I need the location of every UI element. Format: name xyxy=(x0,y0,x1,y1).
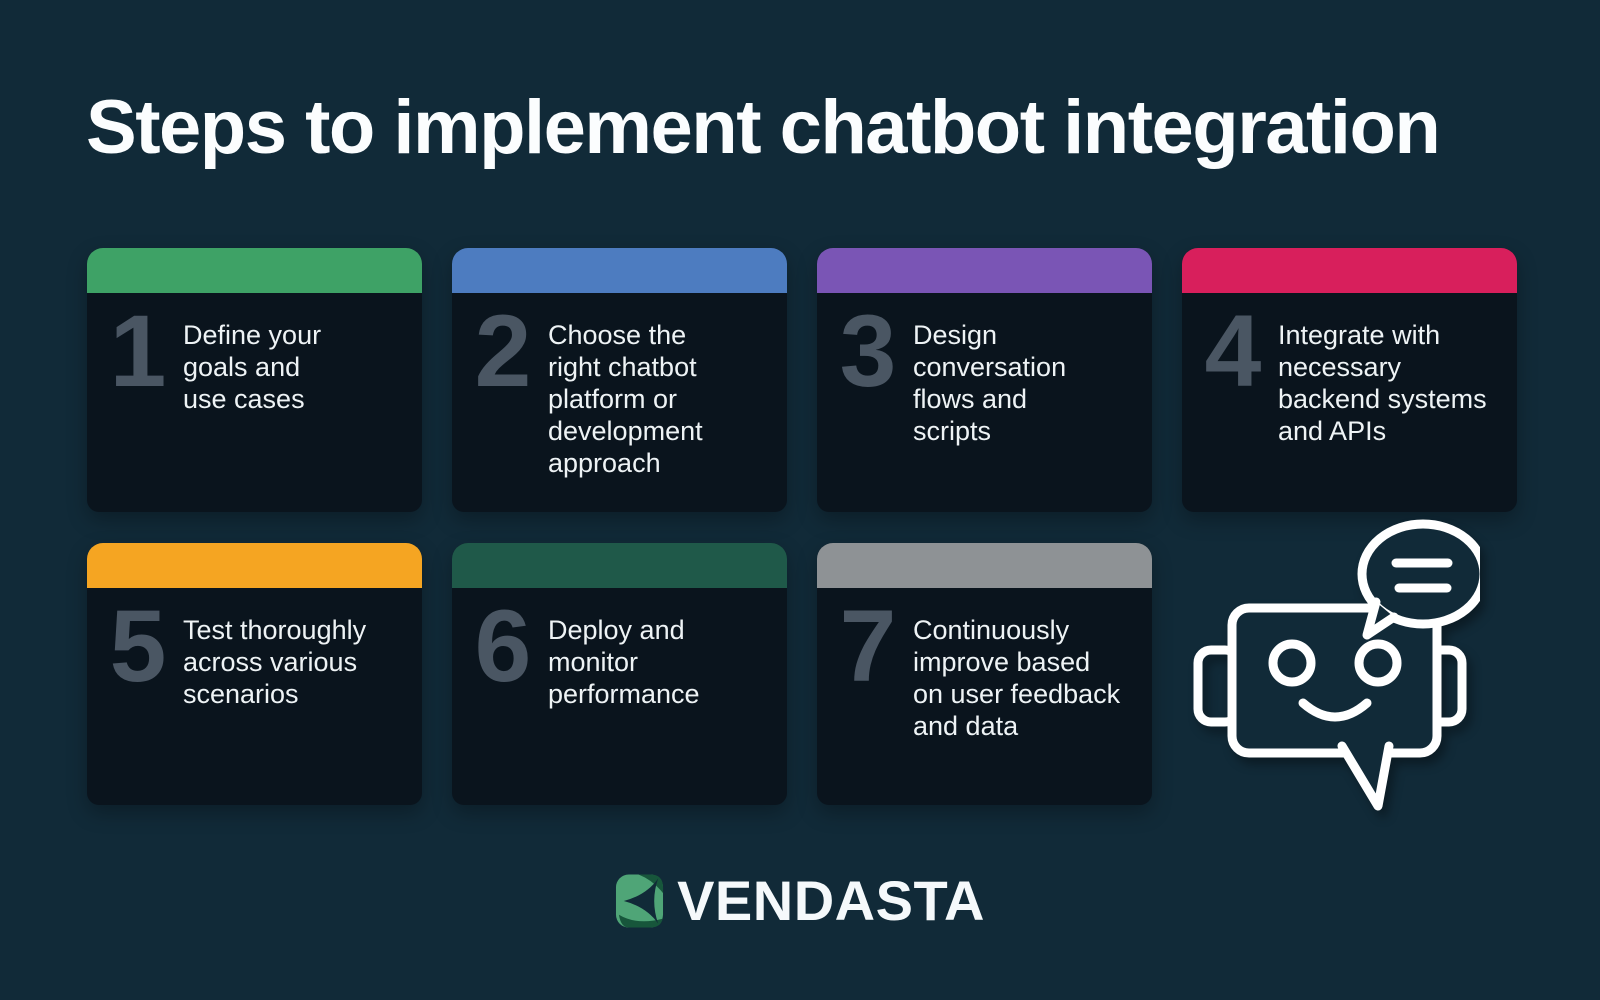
step-6-body: 6 Deploy and monitor performance xyxy=(452,588,787,805)
robot-speech-tail-icon xyxy=(1337,741,1394,811)
step-7-body: 7 Continuously improve based on user fee… xyxy=(817,588,1152,805)
step-card-6: 6 Deploy and monitor performance xyxy=(452,543,787,805)
steps-row-2: 5 Test thoroughly across various scenari… xyxy=(87,543,1152,805)
step-4-body: 4 Integrate with necessary backend syste… xyxy=(1182,293,1517,512)
step-4-text: Integrate with necessary backend systems… xyxy=(1278,320,1487,446)
step-7-color-bar xyxy=(817,543,1152,588)
step-3-text: Design conversation flows and scripts xyxy=(913,320,1067,446)
step-3-color-bar xyxy=(817,248,1152,293)
step-7-number: 7 xyxy=(839,589,897,703)
step-1-color-bar xyxy=(87,248,422,293)
step-4-color-bar xyxy=(1182,248,1517,293)
brand-logo: VENDASTA xyxy=(0,868,1600,933)
step-5-body: 5 Test thoroughly across various scenari… xyxy=(87,588,422,805)
speech-bubble-tail-icon xyxy=(1362,597,1399,640)
page-title: Steps to implement chatbot integration xyxy=(86,85,1441,170)
step-2-text: Choose the right chatbot platform or dev… xyxy=(548,320,703,478)
vendasta-logo-mark-icon xyxy=(616,874,664,927)
step-5-number: 5 xyxy=(109,589,167,703)
step-1-number: 1 xyxy=(109,294,167,408)
step-6-color-bar xyxy=(452,543,787,588)
step-card-5: 5 Test thoroughly across various scenari… xyxy=(87,543,422,805)
robot-smile-icon xyxy=(1298,698,1372,722)
robot-eye-left-icon xyxy=(1268,639,1316,687)
step-3-body: 3 Design conversation flows and scripts xyxy=(817,293,1152,512)
brand-name: VENDASTA xyxy=(677,869,985,932)
step-5-color-bar xyxy=(87,543,422,588)
step-2-color-bar xyxy=(452,248,787,293)
step-card-3: 3 Design conversation flows and scripts xyxy=(817,248,1152,512)
chatbot-robot-icon xyxy=(1193,519,1480,811)
step-1-body: 1 Define your goals and use cases xyxy=(87,293,422,512)
speech-bubble-icon xyxy=(1357,519,1480,629)
step-2-body: 2 Choose the right chatbot platform or d… xyxy=(452,293,787,512)
step-card-1: 1 Define your goals and use cases xyxy=(87,248,422,512)
step-3-number: 3 xyxy=(839,294,897,408)
step-card-7: 7 Continuously improve based on user fee… xyxy=(817,543,1152,805)
robot-eye-right-icon xyxy=(1354,639,1402,687)
steps-row-1: 1 Define your goals and use cases 2 Choo… xyxy=(87,248,1517,512)
step-5-text: Test thoroughly across various scenarios xyxy=(183,615,367,709)
step-1-text: Define your goals and use cases xyxy=(183,320,322,414)
step-6-text: Deploy and monitor performance xyxy=(548,615,700,709)
step-card-2: 2 Choose the right chatbot platform or d… xyxy=(452,248,787,512)
step-7-text: Continuously improve based on user feedb… xyxy=(913,615,1121,741)
step-6-number: 6 xyxy=(474,589,532,703)
robot-head-icon xyxy=(1227,603,1442,758)
step-4-number: 4 xyxy=(1204,294,1262,408)
step-2-number: 2 xyxy=(474,294,532,408)
step-card-4: 4 Integrate with necessary backend syste… xyxy=(1182,248,1517,512)
